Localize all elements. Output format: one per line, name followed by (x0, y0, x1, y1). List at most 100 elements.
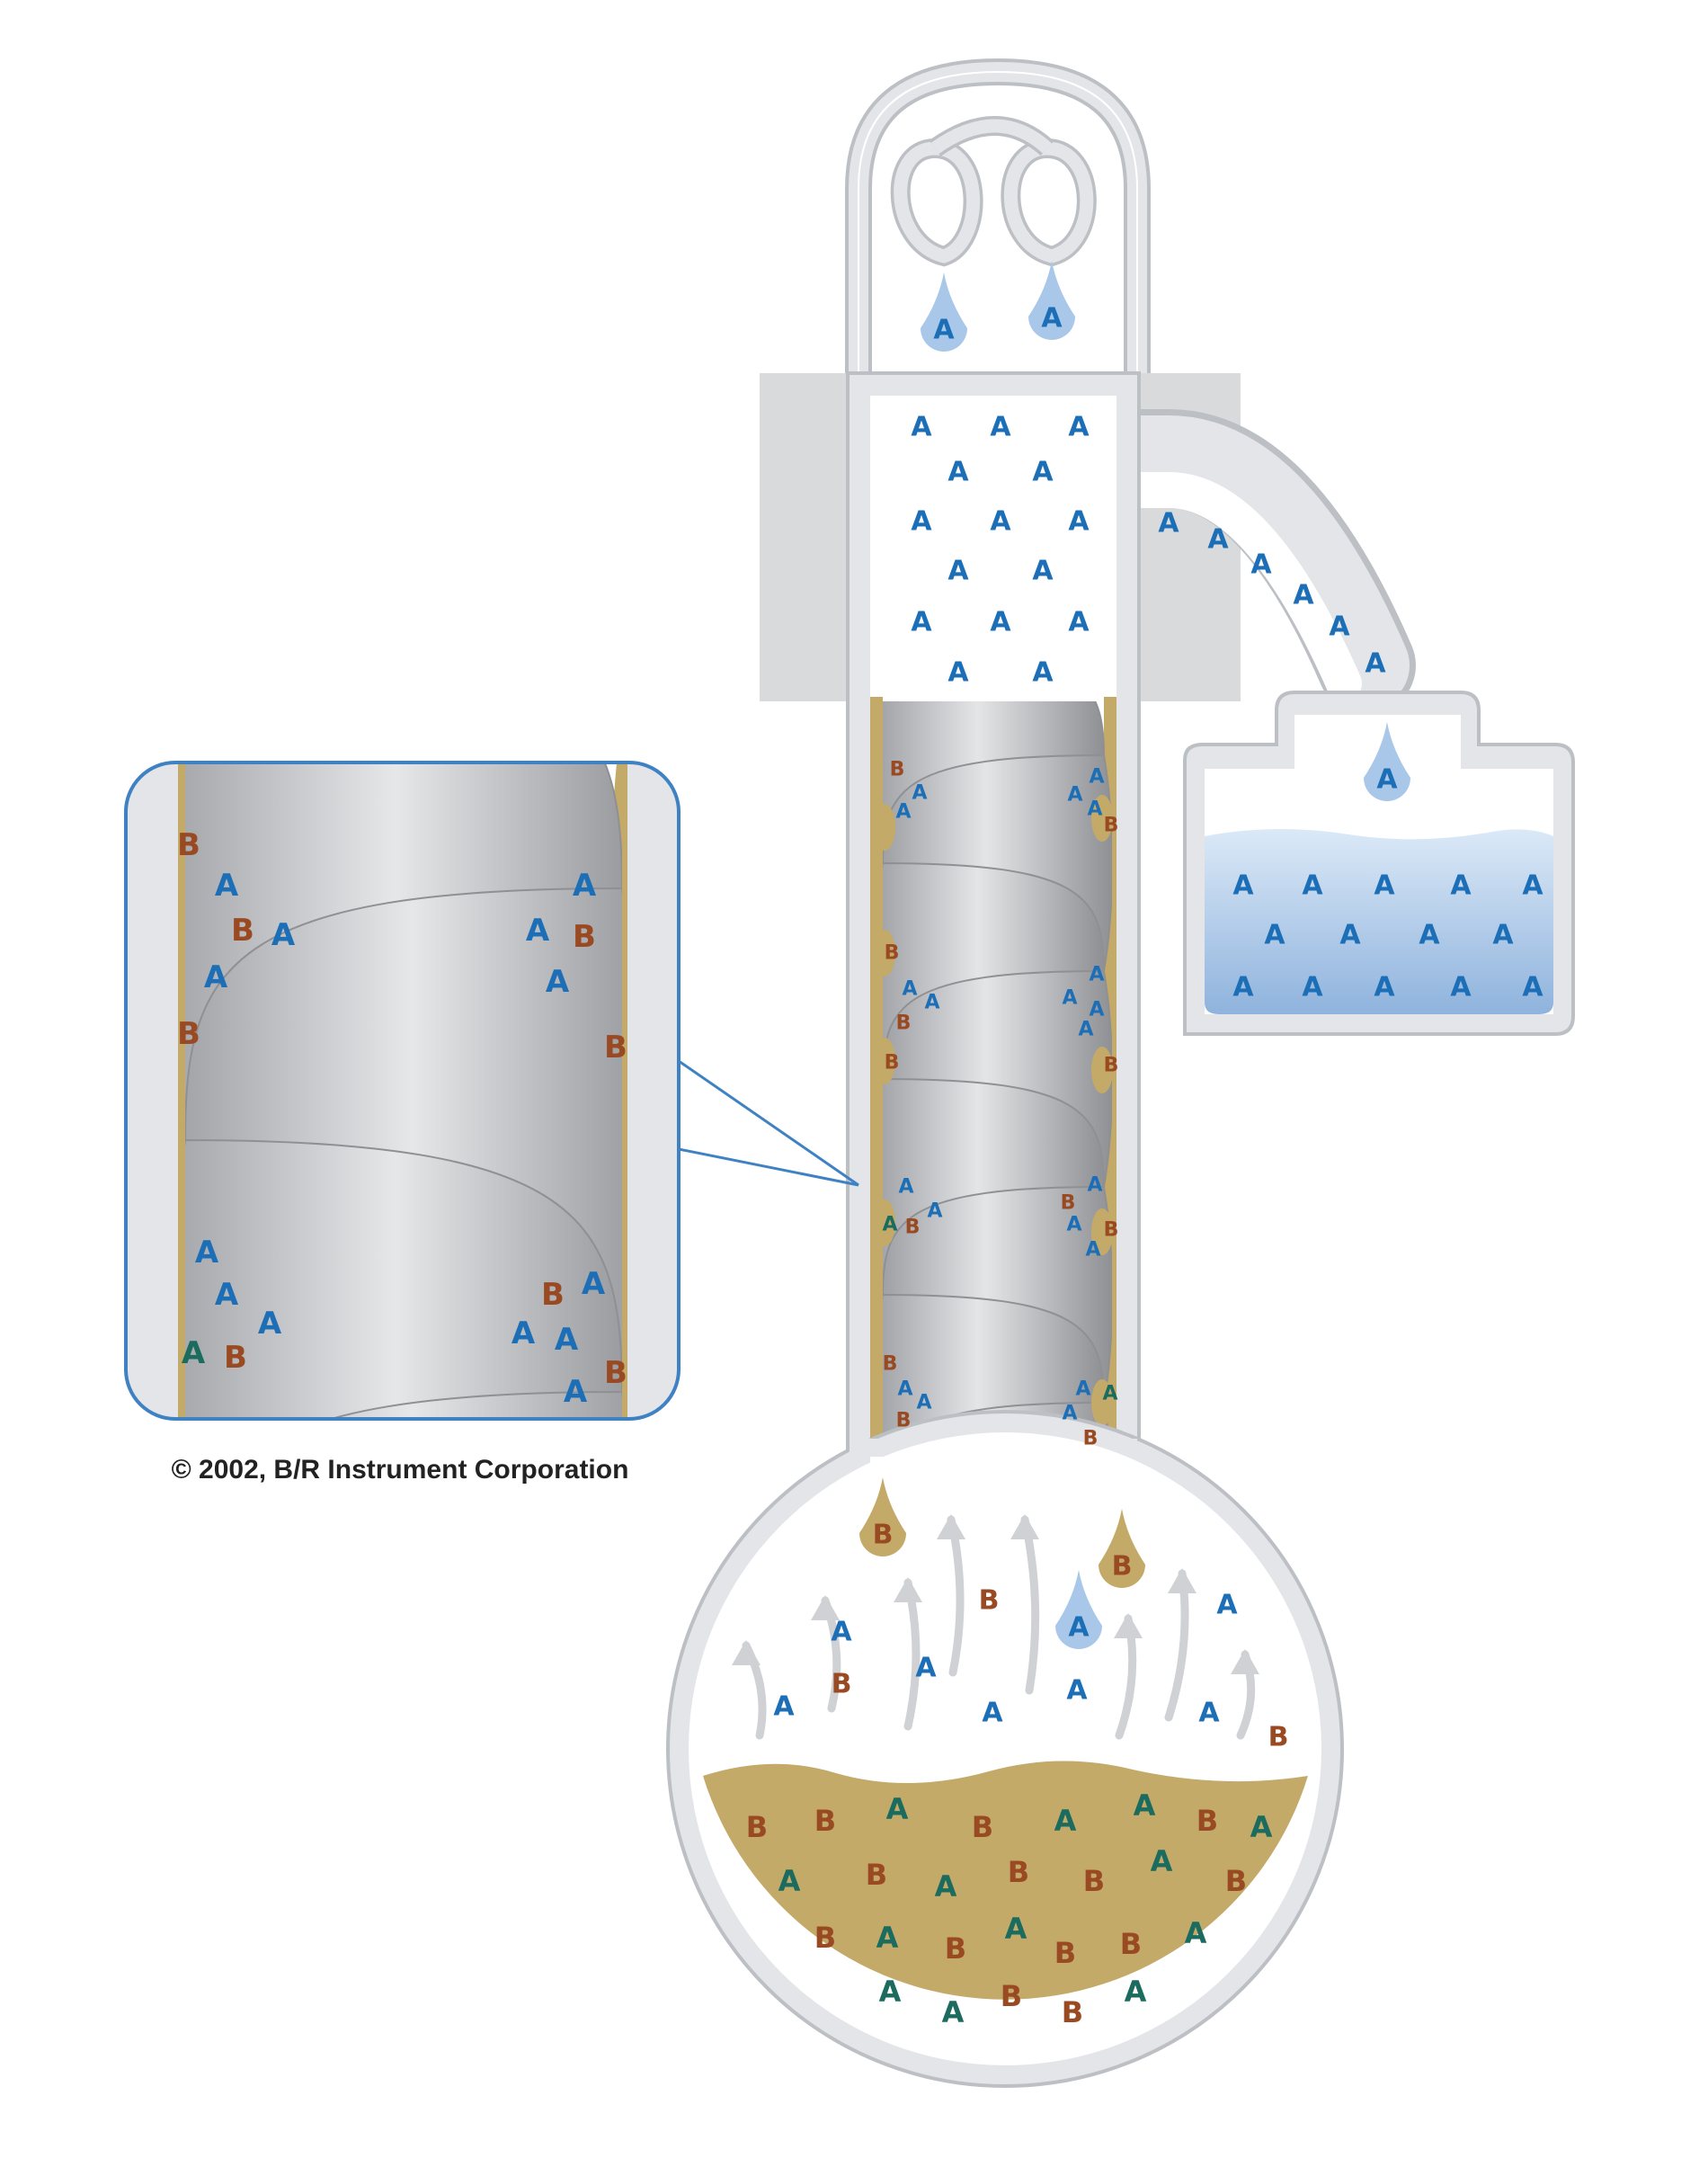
molecule-b-label: B (1196, 1804, 1218, 1838)
molecule-a-label: A (1302, 870, 1323, 902)
molecule-a-label: A (1250, 1810, 1273, 1844)
liquid-bead (1091, 1379, 1113, 1426)
molecule-a-label: A (1067, 784, 1082, 807)
molecule-a-label: A (512, 1315, 536, 1351)
spiral-lobe (328, 1390, 622, 1419)
molecule-a-label: A (1339, 920, 1361, 951)
molecule-a-label: A (886, 1792, 909, 1826)
molecule-a-label: A (1492, 920, 1514, 951)
molecule-a-label: A (1068, 412, 1090, 443)
molecule-a-label: A (1293, 580, 1314, 611)
side-arm (1074, 409, 1416, 715)
molecule-a-label: A (1062, 987, 1077, 1010)
drop-label: A (1041, 303, 1063, 334)
molecule-a-label: A (990, 412, 1011, 443)
molecule-a-label: A (204, 959, 228, 995)
molecule-b-label: B (885, 942, 900, 965)
molecule-b-label: B (224, 1340, 247, 1376)
vapor-arrow-head (1114, 1613, 1143, 1638)
molecule-b-label: B (945, 1931, 966, 1966)
molecule-b-label: B (177, 1016, 200, 1052)
liquid-bead (1091, 795, 1113, 842)
molecule-a-label: A (990, 607, 1011, 638)
drop (1055, 1570, 1102, 1649)
condenser (845, 58, 1151, 373)
molecule-a-label: A (1522, 972, 1543, 1003)
flask-liquid (703, 1761, 1308, 2000)
liquid-bead (1091, 1047, 1113, 1093)
molecule-a-label: A (911, 607, 932, 638)
molecule-b-label: B (814, 1921, 836, 1955)
molecule-a-label: A (1374, 972, 1395, 1003)
molecule-a-label: A (1264, 920, 1285, 951)
drop-label: A (1376, 764, 1398, 796)
molecule-a-label: A (1522, 870, 1543, 902)
clamp-left (760, 373, 858, 701)
inset-border (124, 761, 681, 1421)
molecule-a-label: A (1087, 798, 1102, 821)
molecule-a-label: A (1032, 556, 1054, 587)
molecule-b-label: B (1008, 1855, 1029, 1889)
molecule-a-label: A (546, 964, 570, 1000)
molecule-a-label: A (1216, 1590, 1238, 1621)
molecule-a-label: A (564, 1374, 588, 1410)
molecule-b-label: B (1061, 1192, 1076, 1215)
molecule-a-label: A (942, 1995, 965, 2029)
molecule-a-label: A (1085, 1239, 1100, 1262)
molecule-a-label: A (897, 1378, 912, 1401)
molecule-a-label: A (912, 782, 927, 805)
molecule-a-label: A (1198, 1698, 1220, 1729)
molecule-b-label: B (541, 1277, 565, 1313)
molecule-b-label: B (896, 1012, 912, 1035)
molecule-a-label: A (582, 1266, 606, 1302)
molecule-a-label: A (1032, 657, 1054, 689)
molecule-b-label: B (1120, 1927, 1142, 1961)
molecule-b-label: B (832, 1669, 852, 1700)
molecule-a-label: A (182, 1335, 206, 1371)
molecule-a-label: A (990, 506, 1011, 538)
liquid-bead (874, 930, 895, 976)
molecule-b-label: B (1104, 815, 1119, 837)
molecule-a-label: A (1005, 1912, 1027, 1946)
liquid-bead (1091, 1208, 1113, 1255)
molecule-a-label: A (1068, 607, 1090, 638)
molecule-a-label: A (911, 412, 932, 443)
spiral-lobe (185, 1138, 622, 1419)
molecule-a-label: A (831, 1617, 852, 1648)
zoom-line-top (678, 1059, 859, 1187)
molecule-a-label: A (1087, 1174, 1102, 1197)
liquid-bead (874, 1038, 895, 1084)
molecule-b-label: B (1062, 1995, 1083, 2029)
molecule-a-label: A (911, 506, 932, 538)
molecule-a-label: A (902, 978, 917, 1001)
molecule-b-label: B (573, 919, 596, 955)
molecule-b-label: B (1083, 1864, 1105, 1898)
molecule-a-label: A (935, 1869, 957, 1904)
molecule-a-label: A (1329, 611, 1350, 643)
molecule-a-label: A (258, 1306, 282, 1342)
molecule-b-label: B (1001, 1979, 1022, 2013)
molecule-b-label: B (1104, 1219, 1119, 1242)
molecule-a-label: A (1419, 920, 1440, 951)
molecule-a-label: A (1125, 1975, 1147, 2009)
molecule-a-label: A (1089, 766, 1104, 789)
drop-label: B (1112, 1551, 1133, 1583)
inset-magnified-view (124, 761, 681, 1421)
zoom-line-bottom (678, 1147, 859, 1187)
vapor-arrow-head (732, 1640, 761, 1665)
molecule-b-label: B (890, 759, 905, 781)
molecule-a-label: A (773, 1691, 795, 1723)
vapor-arrow-head (937, 1514, 965, 1539)
molecule-a-label: A (947, 457, 969, 488)
molecule-a-label: A (947, 657, 969, 689)
molecule-a-label: A (1068, 506, 1090, 538)
molecule-b-label: B (604, 1030, 627, 1066)
vapor-arrow-head (811, 1595, 840, 1620)
molecule-a-label: A (895, 801, 911, 824)
boiling-flask (666, 1410, 1344, 2088)
copyright-notice: © 2002, B/R Instrument Corporation (171, 1455, 629, 1485)
molecule-a-label: A (1250, 549, 1272, 581)
molecule-a-label: A (1032, 457, 1054, 488)
